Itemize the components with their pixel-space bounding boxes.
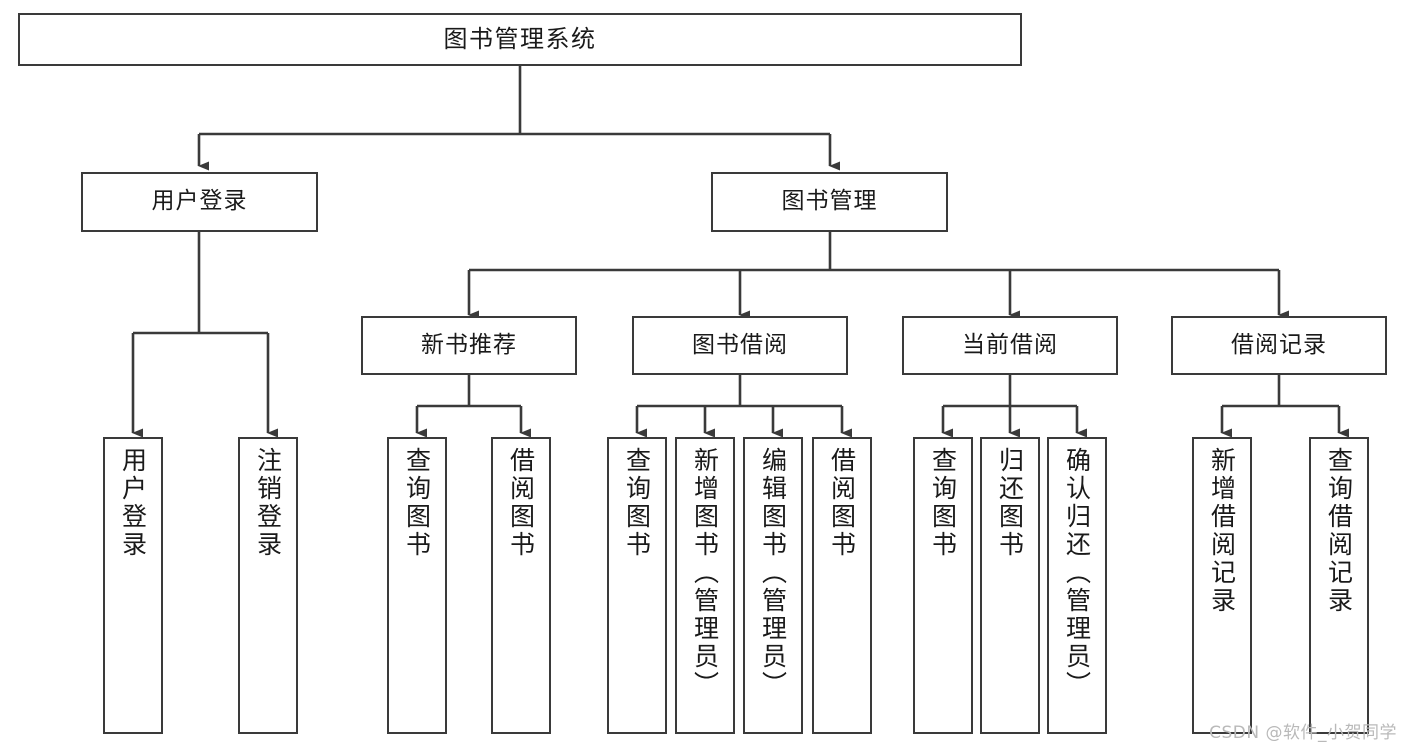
node-borrow-record[interactable]: 借阅记录 [1171,316,1387,375]
node-label: 新增图书（管理员） [690,447,720,699]
node-label: 新增借阅记录 [1207,447,1237,615]
node-label: 查询图书 [928,447,958,559]
node-label: 用户登录 [151,188,248,215]
node-label: 确认归还（管理员） [1062,447,1092,699]
leaf-borrow-book[interactable]: 借阅图书 [812,437,872,734]
leaf-user-login[interactable]: 用户登录 [103,437,163,734]
node-label: 借阅图书 [827,447,857,559]
node-label: 当前借阅 [962,331,1058,358]
leaf-add-borrow-record[interactable]: 新增借阅记录 [1192,437,1252,734]
leaf-query-book-current[interactable]: 查询图书 [913,437,973,734]
node-label: 图书管理系统 [443,25,597,54]
node-label: 查询借阅记录 [1324,447,1354,615]
leaf-query-borrow-record[interactable]: 查询借阅记录 [1309,437,1369,734]
node-label: 新书推荐 [421,331,517,358]
leaf-return-book[interactable]: 归还图书 [980,437,1040,734]
node-new-book-recommend[interactable]: 新书推荐 [361,316,577,375]
leaf-query-book-newbook[interactable]: 查询图书 [387,437,447,734]
node-label: 借阅图书 [506,447,536,559]
node-label: 归还图书 [995,447,1025,559]
node-current-borrow[interactable]: 当前借阅 [902,316,1118,375]
leaf-edit-book-admin[interactable]: 编辑图书（管理员） [743,437,803,734]
node-user-login[interactable]: 用户登录 [81,172,318,232]
node-label: 用户登录 [118,447,148,559]
leaf-confirm-return-admin[interactable]: 确认归还（管理员） [1047,437,1107,734]
watermark-text: CSDN @软件_小贺同学 [1209,723,1397,743]
node-label: 查询图书 [622,447,652,559]
node-label: 编辑图书（管理员） [758,447,788,699]
leaf-logout[interactable]: 注销登录 [238,437,298,734]
node-label: 借阅记录 [1231,331,1327,358]
leaf-query-book-borrow[interactable]: 查询图书 [607,437,667,734]
leaf-borrow-book-newbook[interactable]: 借阅图书 [491,437,551,734]
node-book-management[interactable]: 图书管理 [711,172,948,232]
node-book-borrow[interactable]: 图书借阅 [632,316,848,375]
node-label: 图书管理 [781,188,878,215]
node-root-system[interactable]: 图书管理系统 [18,13,1022,66]
node-label: 注销登录 [253,447,283,559]
leaf-add-book-admin[interactable]: 新增图书（管理员） [675,437,735,734]
node-label: 图书借阅 [692,331,788,358]
node-label: 查询图书 [402,447,432,559]
